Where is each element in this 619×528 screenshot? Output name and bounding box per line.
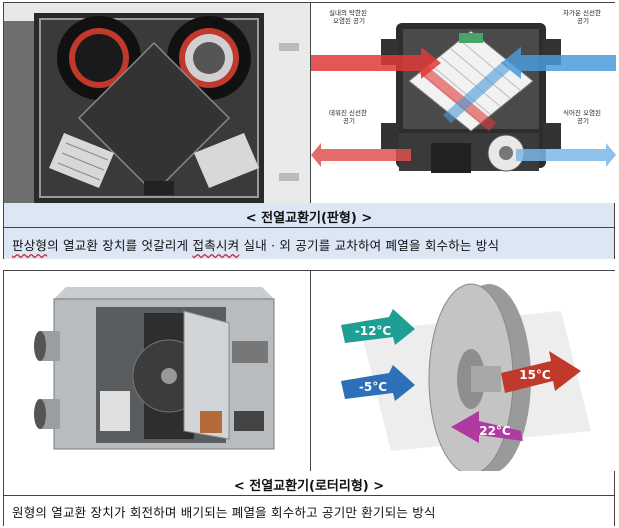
plate-airflow-diagram: 실내의 탁한된 오염된 공기 차가운 신선한 공기 데워진 신선한 공기 식어진… <box>311 3 616 203</box>
plate-image-row: 실내의 탁한된 오염된 공기 차가운 신선한 공기 데워진 신선한 공기 식어진… <box>4 3 616 204</box>
temp-label-minus-12: -12°C <box>355 324 392 338</box>
rotary-unit-photo <box>4 271 310 471</box>
svg-text:실내의 탁한된 오염된 공기: 실내의 탁한된 오염된 공기 <box>329 8 369 25</box>
plate-unit-illustration <box>4 3 310 203</box>
plate-type-panel: 실내의 탁한된 오염된 공기 차가운 신선한 공기 데워진 신선한 공기 식어진… <box>3 2 616 259</box>
rotary-airflow-diagram: -12°C -5°C 15°C 22°C <box>311 271 616 471</box>
rotary-airflow-illustration: -12°C -5°C 15°C 22°C <box>311 271 616 471</box>
rotary-unit-illustration <box>4 271 310 471</box>
rotary-description: 원형의 열교환 장치가 회전하며 배기되는 폐열을 회수하고 공기만 환기되는 … <box>12 505 436 520</box>
temp-label-22: 22°C <box>479 424 511 438</box>
label-cooled-fresh-2: 공기 <box>577 16 589 25</box>
rotary-image-row: -12°C -5°C 15°C 22°C <box>4 271 616 472</box>
rotary-type-panel: -12°C -5°C 15°C 22°C < 전열교환기(로터리형) > 원형의… <box>3 270 616 526</box>
image-divider <box>310 3 311 203</box>
label-warmed-fresh-1: 데워진 신선한 <box>329 108 367 117</box>
rotary-description-bar: 원형의 열교환 장치가 회전하며 배기되는 폐열을 회수하고 공기만 환기되는 … <box>4 496 614 526</box>
rotary-title: < 전열교환기(로터리형) > <box>233 479 385 494</box>
desc-word-contact: 접촉시켜 <box>192 238 240 253</box>
plate-unit-photo <box>4 3 310 203</box>
svg-text:차가운 신선한 공기: 차가운 신선한 공기 <box>563 8 603 25</box>
label-cooled-fresh-1: 차가운 신선한 <box>563 8 601 17</box>
svg-text:식어진 오염된 공기: 식어진 오염된 공기 <box>563 108 603 125</box>
temp-label-15: 15°C <box>519 368 551 382</box>
temp-label-minus-5: -5°C <box>359 380 387 394</box>
plate-description: 판상형의 열교환 장치를 엇갈리게 접촉시켜 실내 · 외 공기를 교차하여 폐… <box>4 235 619 254</box>
plate-title: < 전열교환기(판형) > <box>245 211 373 226</box>
image-divider-2 <box>310 271 311 471</box>
rotary-title-bar: < 전열교환기(로터리형) > <box>4 471 614 496</box>
desc-word-plate: 판상형 <box>12 238 48 253</box>
label-cooled-polluted-1: 식어진 오염된 <box>563 108 601 117</box>
label-indoor-polluted-1: 실내의 탁한된 <box>329 8 367 17</box>
label-warmed-fresh-2: 공기 <box>343 116 355 125</box>
plate-airflow-illustration: 실내의 탁한된 오염된 공기 차가운 신선한 공기 데워진 신선한 공기 식어진… <box>311 3 616 203</box>
svg-text:데워진 신선한 공기: 데워진 신선한 공기 <box>329 108 369 125</box>
desc-text-2: 실내 · 외 공기를 교차하여 폐열을 회수하는 방식 <box>239 238 500 253</box>
plate-description-bar: 판상형의 열교환 장치를 엇갈리게 접촉시켜 실내 · 외 공기를 교차하여 폐… <box>4 228 614 259</box>
desc-text-1: 의 열교환 장치를 엇갈리게 <box>47 238 193 253</box>
plate-title-bar: < 전열교환기(판형) > <box>4 203 614 228</box>
label-cooled-polluted-2: 공기 <box>577 116 589 125</box>
label-indoor-polluted-2: 오염된 공기 <box>333 16 365 25</box>
